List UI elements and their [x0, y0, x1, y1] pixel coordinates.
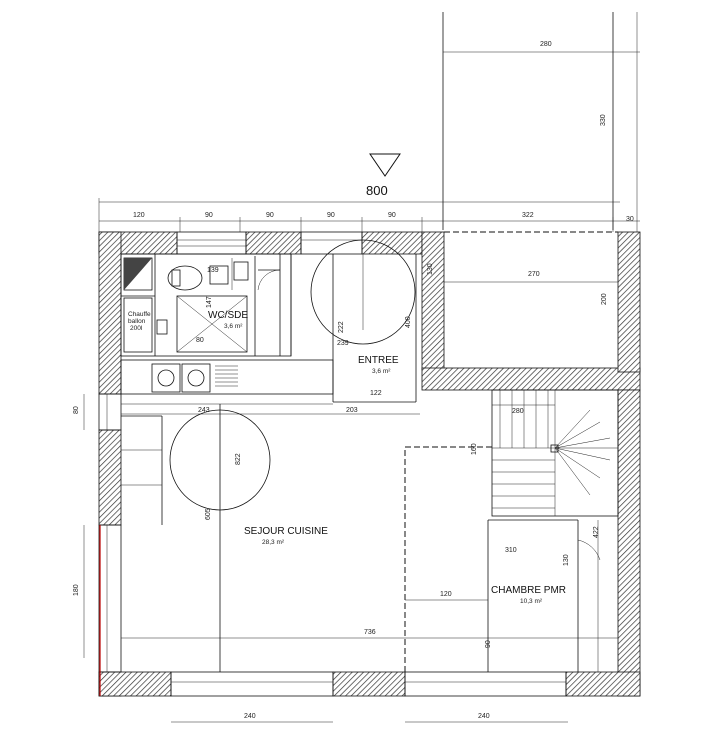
- dim-90-chambre: 90: [485, 640, 492, 648]
- orientation-triangle-icon: [369, 153, 401, 177]
- ballon-label: Chauffe: [128, 311, 151, 318]
- dim-130-chambre: 130: [563, 554, 570, 566]
- room-sejour-cuisine: 822 605 SEJOUR CUISINE 28,3 m² 736: [121, 404, 618, 672]
- dim-280-top: 280: [540, 41, 552, 48]
- dim-422: 422: [593, 526, 600, 538]
- dim-605: 605: [205, 508, 212, 520]
- dim-322: 322: [522, 212, 534, 219]
- dim-bottom-right: 240: [478, 713, 490, 720]
- dim-80-shower: 80: [196, 337, 204, 344]
- overall-width-label: 800: [366, 183, 388, 198]
- dim-203: 203: [346, 407, 358, 414]
- room-name-sejour: SEJOUR CUISINE: [244, 526, 328, 537]
- terrace-interior: 270 200: [444, 231, 618, 305]
- exterior-walls: [98, 231, 641, 697]
- dim-120: 120: [133, 212, 145, 219]
- dim-330: 330: [600, 114, 607, 126]
- top-dimension-chain: 120 90 90 90 90 322 30: [98, 198, 640, 232]
- kitchen-counter: 243 203: [120, 359, 420, 415]
- dim-90-c: 90: [327, 212, 335, 219]
- dim-310: 310: [505, 547, 517, 554]
- dim-30: 30: [626, 216, 634, 223]
- dim-90-b: 90: [266, 212, 274, 219]
- room-name-entree: ENTREE: [358, 355, 399, 366]
- ballon-label-3: 200l: [130, 325, 143, 332]
- room-entree: ENTREE 3,6 m² 122 222 239 400 130: [310, 239, 434, 403]
- room-chambre-pmr: 120 310 CHAMBRE PMR 10,3 m² 90 422 130: [404, 446, 601, 672]
- dim-200: 200: [601, 293, 608, 305]
- room-name-wc: WC/SDE: [208, 310, 248, 321]
- dim-80: 80: [73, 406, 80, 414]
- room-area-wc: 3,6 m²: [224, 323, 243, 330]
- staircase: 280 160: [471, 389, 619, 517]
- dim-736: 736: [364, 629, 376, 636]
- dim-270: 270: [528, 271, 540, 278]
- room-area-entree: 3,6 m²: [372, 368, 391, 375]
- dim-120-chambre: 120: [440, 591, 452, 598]
- dim-122: 122: [370, 390, 382, 397]
- ballon-label-2: ballon: [128, 318, 146, 325]
- dim-130: 130: [427, 263, 434, 275]
- terrace-top: 280 330: [442, 12, 640, 232]
- room-area-chambre: 10,3 m²: [520, 598, 543, 605]
- dim-160: 160: [471, 443, 478, 455]
- dim-280-stair: 280: [512, 408, 524, 415]
- room-wc-sde: Chauffe ballon 200l WC/SDE 3,6 m² 139 14…: [120, 253, 292, 357]
- dim-222: 222: [338, 321, 345, 333]
- dim-90-d: 90: [388, 212, 396, 219]
- dim-243: 243: [198, 407, 210, 414]
- dim-180: 180: [73, 584, 80, 596]
- dim-90-a: 90: [205, 212, 213, 219]
- dim-239: 239: [337, 340, 349, 347]
- dim-147: 147: [206, 296, 213, 308]
- dim-bottom-left: 240: [244, 713, 256, 720]
- bottom-windows: 240 240: [170, 671, 568, 723]
- dim-400: 400: [405, 316, 412, 328]
- left-windows: 80 180: [73, 393, 122, 696]
- dim-139: 139: [207, 267, 219, 274]
- room-name-chambre: CHAMBRE PMR: [491, 585, 566, 596]
- room-area-sejour: 28,3 m²: [262, 539, 285, 546]
- dim-822: 822: [235, 453, 242, 465]
